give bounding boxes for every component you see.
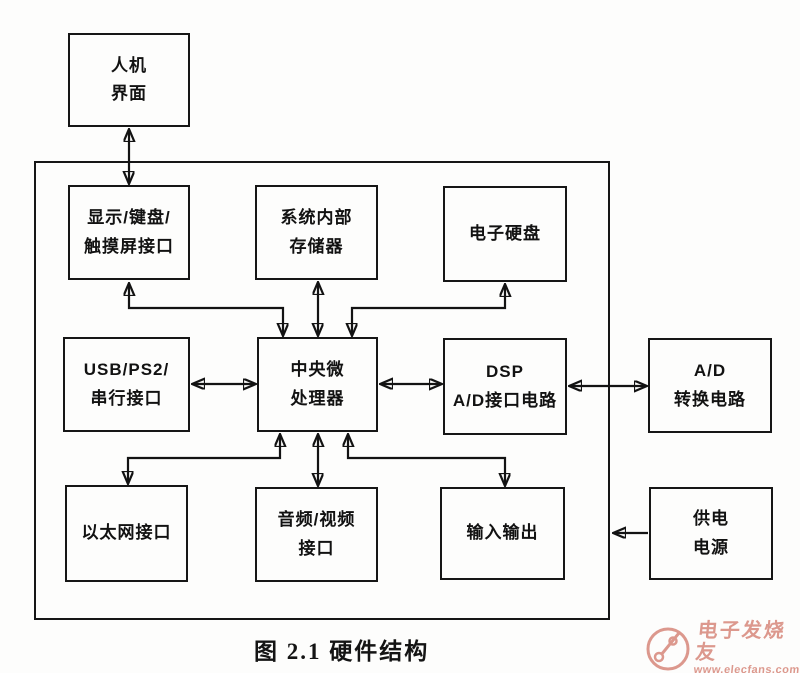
node-usb-label: USB/PS2/ 串行接口 bbox=[83, 360, 170, 408]
arrow-disk-cpu bbox=[352, 285, 505, 335]
arrow-cpu-io bbox=[348, 435, 505, 485]
node-adc-label: A/D 转换电路 bbox=[674, 361, 746, 409]
node-cpu: 中央微 处理器 bbox=[257, 337, 378, 432]
node-ad-converter: A/D 转换电路 bbox=[648, 338, 772, 433]
node-io-label: 输入输出 bbox=[466, 523, 539, 543]
node-av-label: 音频/视频 接口 bbox=[277, 510, 356, 558]
elecfans-logo-icon bbox=[646, 627, 690, 671]
watermark: 电子发烧友 www.elecfans.com bbox=[644, 620, 800, 673]
node-input-output: 输入输出 bbox=[440, 487, 565, 580]
node-electronic-disk: 电子硬盘 bbox=[443, 186, 567, 282]
node-memory-label: 系统内部 存储器 bbox=[280, 208, 353, 256]
node-ethernet-label: 以太网接口 bbox=[81, 523, 172, 543]
watermark-url: www.elecfans.com bbox=[693, 664, 800, 673]
node-hmi-label: 人机 界面 bbox=[111, 55, 147, 103]
node-power-supply: 供电 电源 bbox=[649, 487, 773, 580]
node-usb-ps2-serial: USB/PS2/ 串行接口 bbox=[63, 337, 190, 432]
node-cpu-label: 中央微 处理器 bbox=[290, 360, 345, 408]
node-dsp-label: DSP A/D接口电路 bbox=[452, 362, 558, 410]
watermark-name: 电子发烧友 bbox=[694, 620, 787, 664]
node-hmi: 人机 界面 bbox=[68, 33, 190, 127]
arrow-display-cpu bbox=[129, 284, 283, 335]
node-disk-label: 电子硬盘 bbox=[469, 223, 541, 243]
figure-caption: 图 2.1 硬件结构 bbox=[254, 639, 430, 664]
arrow-cpu-ethernet bbox=[128, 435, 280, 483]
node-ethernet: 以太网接口 bbox=[65, 485, 188, 582]
node-system-memory: 系统内部 存储器 bbox=[255, 185, 378, 280]
node-display-label: 显示/键盘/ 触摸屏接口 bbox=[84, 208, 174, 256]
node-audio-video: 音频/视频 接口 bbox=[255, 487, 378, 582]
node-display-keyboard-touch: 显示/键盘/ 触摸屏接口 bbox=[68, 185, 190, 280]
node-power-label: 供电 电源 bbox=[693, 509, 729, 557]
watermark-text: 电子发烧友 www.elecfans.com bbox=[693, 620, 800, 673]
